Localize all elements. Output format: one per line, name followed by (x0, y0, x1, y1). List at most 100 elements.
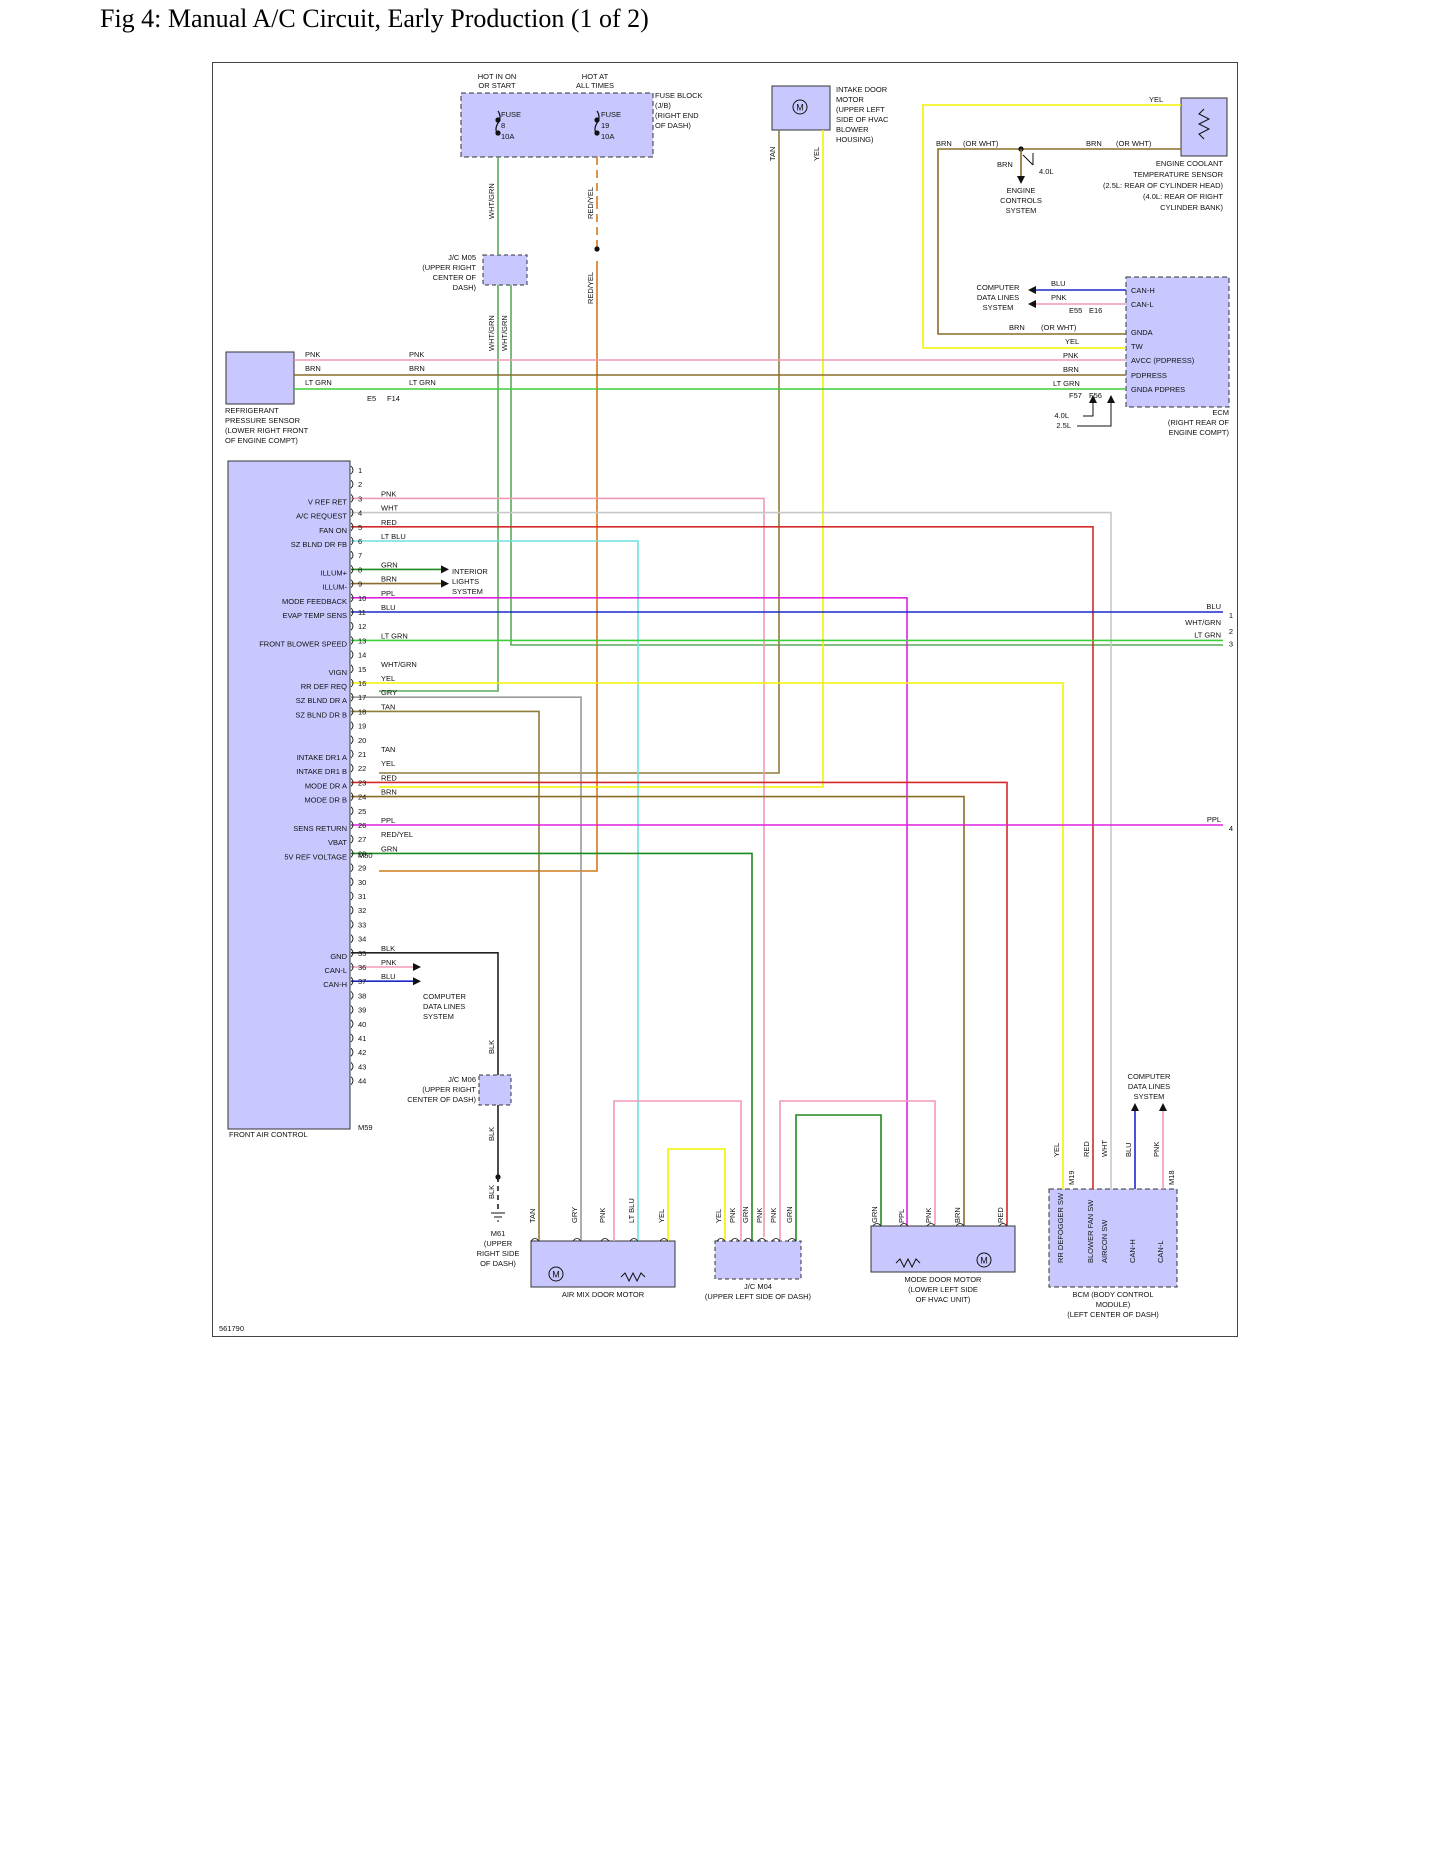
connector-tick (872, 1223, 882, 1227)
fac-pin-label: SZ BLND DR FB (291, 540, 347, 549)
off-page-reference: 3 (1229, 639, 1233, 648)
bcm-box (1048, 1188, 1178, 1288)
arrow-icon (441, 579, 449, 588)
connector-tick (572, 1238, 582, 1242)
air-mix-door-motor-label: AIR MIX DOOR MOTOR (562, 1290, 645, 1299)
fac-pin-number: 34 (358, 935, 366, 944)
wire-color-tag: BLU (1124, 1142, 1133, 1157)
diagram-label: SIDE OF HVAC (836, 115, 889, 124)
wire-grn-5v-ref (351, 852, 753, 1241)
potentiometer-icon (895, 1257, 921, 1269)
diagram-label: (UPPER (484, 1239, 513, 1248)
wire-color-tag: TAN (768, 147, 777, 161)
fac-pin-number: 13 (358, 636, 366, 645)
diagram-label: OR START (478, 81, 516, 90)
fac-pin-number: 44 (358, 1077, 366, 1086)
connector-tick (899, 1223, 909, 1227)
fac-pin-number: 31 (358, 892, 366, 901)
wire-color-tag: PNK (1051, 293, 1066, 302)
diagram-label: 8 (501, 121, 505, 130)
jc-m05-box (482, 254, 528, 286)
wire-color-tag: PNK (769, 1208, 778, 1223)
connector-tick (350, 877, 354, 887)
wire-tan-sz-blnd-b (351, 710, 540, 1241)
wire-color-tag: YEL (1065, 337, 1079, 346)
bcm-pin-label: CAN-L (1156, 1240, 1165, 1263)
air-mix-motor-icon (548, 1266, 564, 1282)
wire-color-tag: GRN (870, 1206, 879, 1223)
wire-color-tag: BRN (1063, 365, 1079, 374)
ecm-pin-label: CAN-H (1131, 286, 1155, 295)
connector-tick (350, 565, 354, 574)
air-mix-door-motor-box (530, 1240, 676, 1288)
wire-blk-gnd (351, 952, 499, 1075)
wire-color-tag: (OR WHT) (1116, 139, 1152, 148)
intake-motor-icon (792, 99, 808, 115)
fac-pin-number: 32 (358, 906, 366, 915)
connector-id: E55 (1069, 306, 1082, 315)
fac-wire-color: PPL (381, 816, 395, 825)
connector-id: F14 (387, 394, 400, 403)
ecm-box (1125, 276, 1230, 408)
diagram-label: COMPUTER (423, 992, 467, 1001)
fac-pin-label: VBAT (328, 838, 347, 847)
fac-pin-number: 22 (358, 764, 366, 773)
connector-tick (350, 1019, 354, 1029)
wire-color-tag: LT GRN (409, 378, 436, 387)
diagram-label: HOT IN ON (478, 72, 517, 81)
wire-brn-gnda (937, 148, 1126, 335)
wire-color-tag: RED (1082, 1141, 1091, 1157)
fac-pin-label: RR DEF REQ (301, 682, 347, 691)
wire-color-tag: BRN (1009, 323, 1025, 332)
wire-yel-intake-b (379, 130, 824, 788)
connector-tick (350, 593, 354, 603)
fac-pin-number: 19 (358, 722, 366, 731)
ecm-pin-label: TW (1131, 342, 1144, 351)
fac-pin-number: 14 (358, 651, 366, 660)
wire-color-tag: BRN (936, 139, 952, 148)
connector-tick (350, 536, 354, 546)
wire-lt-blu-sz-blnd-fb (351, 540, 639, 1241)
wire-color-tag: PNK (598, 1208, 607, 1223)
diagram-label: CENTER OF DASH) (407, 1095, 476, 1104)
ecm-pin-label: PDPRESS (1131, 371, 1167, 380)
off-page-wire-color: BLU (1206, 602, 1221, 611)
fac-wire-color: GRY (381, 688, 397, 697)
bcm-pin-label: AIRCON SW (1100, 1219, 1109, 1263)
arrow-icon (1131, 1103, 1139, 1111)
diagram-label: (LOWER LEFT SIDE (908, 1285, 978, 1294)
wire-tan-intake-a (379, 130, 780, 774)
bcm-pin-label: BLOWER FAN SW (1086, 1199, 1095, 1263)
fac-wire-color: BRN (381, 788, 397, 797)
fac-pin-number: 15 (358, 665, 366, 674)
fac-wire-color: WHT/GRN (381, 660, 417, 669)
diagram-label: (UPPER LEFT SIDE OF DASH) (705, 1292, 812, 1301)
diagram-label: ENGINE (1007, 186, 1036, 195)
fac-pin-number: 8 (358, 565, 362, 574)
wire-color-tag: YEL (714, 1209, 723, 1223)
diagram-label: OF ENGINE COMPT) (225, 436, 298, 445)
connector-tick (350, 849, 354, 858)
connector-tick (350, 735, 354, 745)
wire-color-tag: WHT/GRN (487, 183, 496, 219)
connector-id: E5 (367, 394, 376, 403)
connector-tick (350, 1062, 354, 1071)
wire-brn-mode-b (351, 795, 965, 1226)
fac-pin-label: ILLUM- (322, 583, 347, 592)
connector-id: M50 (358, 851, 373, 860)
figure-title: Fig 4: Manual A/C Circuit, Early Product… (100, 4, 649, 33)
diagram-label: BCM (BODY CONTROL (1072, 1290, 1153, 1299)
diagram-label: (2.5L: REAR OF CYLINDER HEAD) (1103, 181, 1224, 190)
connector-tick (743, 1238, 753, 1242)
wire-pnk-jumper (613, 1100, 742, 1241)
fac-wire-color: RED (381, 773, 397, 782)
connector-tick (350, 692, 354, 702)
wire-color-tag: BRN (409, 364, 425, 373)
off-page-wire-color: WHT/GRN (1185, 618, 1221, 627)
connector-tick (350, 820, 354, 830)
connector-tick (350, 778, 354, 787)
fac-pin-label: MODE DR A (305, 781, 347, 790)
off-page-reference: 4 (1229, 824, 1233, 833)
diagram-label: J/C M04 (744, 1282, 772, 1291)
wire-color-tag: GRN (785, 1206, 794, 1223)
